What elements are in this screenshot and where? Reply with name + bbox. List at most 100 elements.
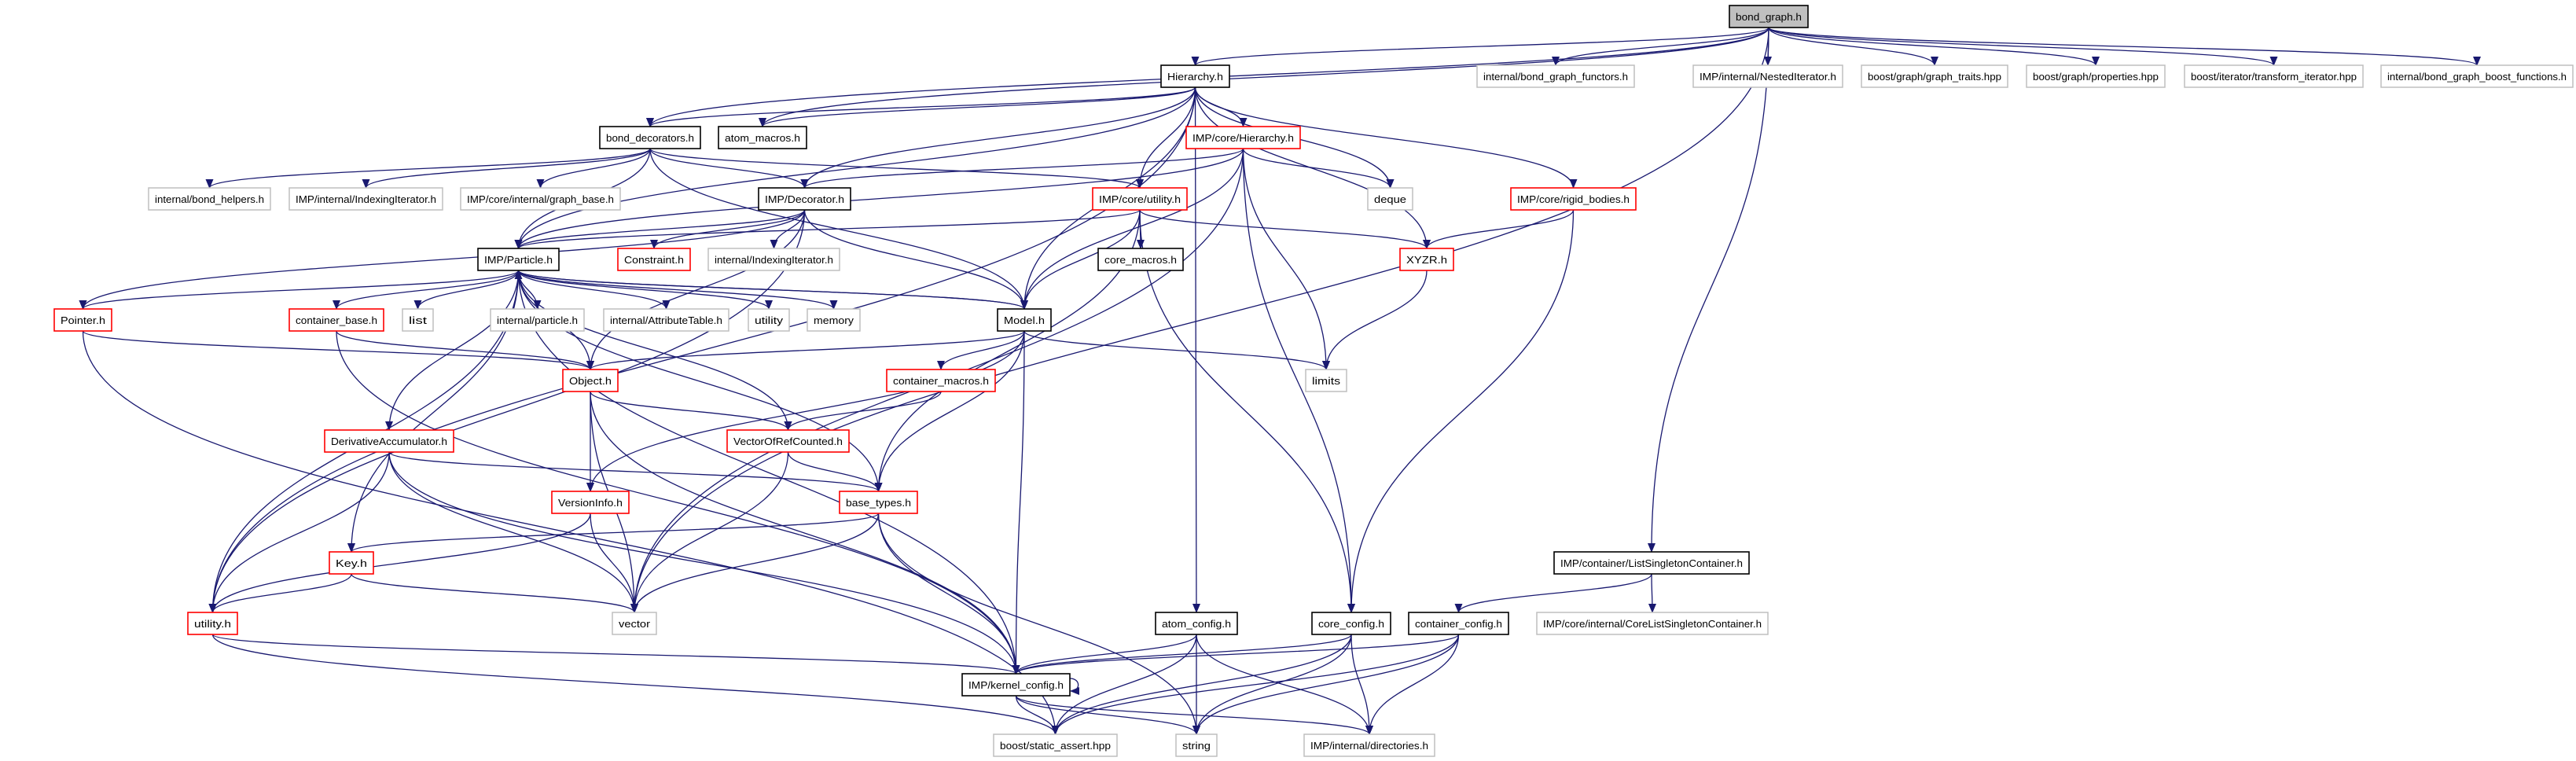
node-label: internal/AttributeTable.h (610, 314, 722, 326)
node-box (599, 126, 701, 149)
node-vector-of-ref-counted[interactable]: VectorOfRefCounted.h (726, 429, 850, 453)
edge-particle-to-pointer (79, 270, 520, 310)
edge-bond_decorators-to-core_utility (649, 148, 1144, 189)
edge-particle-to-memory (517, 270, 838, 310)
edge-model-to-particle (514, 270, 1025, 310)
node-core-config[interactable]: core_config.h (1311, 612, 1391, 635)
node-object[interactable]: Object.h (562, 369, 619, 392)
node-bond-graph-functors[interactable]: internal/bond_graph_functors.h (1476, 64, 1635, 88)
node-memory[interactable]: memory (807, 308, 861, 332)
node-box (490, 308, 585, 332)
edge-core_utility-to-particle (514, 209, 1141, 249)
node-key[interactable]: Key.h (329, 551, 374, 575)
node-atom-macros[interactable]: atom_macros.h (718, 126, 807, 149)
node-base-types[interactable]: base_types.h (839, 491, 918, 514)
edge-hierarchy-to-rigid_bodies (1194, 86, 1578, 189)
node-label: internal/particle.h (497, 314, 578, 326)
node-bond-decorators[interactable]: bond_decorators.h (599, 126, 701, 149)
edge-container_base-to-object (336, 330, 594, 370)
node-deque[interactable]: deque (1367, 187, 1413, 211)
edge-derivative_accumulator-to-base_types (388, 451, 883, 492)
edge-key-to-vector (351, 573, 638, 613)
edge-hierarchy-to-utility_h (208, 86, 1196, 613)
node-hierarchy[interactable]: Hierarchy.h (1160, 64, 1230, 88)
edge-pointer-to-static_assert (82, 330, 1060, 735)
node-label: IMP/container/ListSingletonContainer.h (1560, 557, 1743, 569)
node-static-assert[interactable]: boost/static_assert.hpp (993, 733, 1118, 757)
node-directories[interactable]: IMP/internal/directories.h (1303, 733, 1435, 757)
node-core-hierarchy[interactable]: IMP/core/Hierarchy.h (1185, 126, 1301, 149)
node-imp-indexing-iterator[interactable]: IMP/internal/IndexingIterator.h (288, 187, 443, 211)
node-label: base_types.h (846, 497, 911, 509)
node-box (707, 248, 840, 271)
node-internal-indexing-iterator[interactable]: internal/IndexingIterator.h (707, 248, 840, 271)
node-rigid-bodies[interactable]: IMP/core/rigid_bodies.h (1510, 187, 1637, 211)
node-bond-graph[interactable]: bond_graph.h (1729, 5, 1809, 28)
node-vector[interactable]: vector (612, 612, 657, 635)
node-limits[interactable]: limits (1305, 369, 1347, 392)
node-box (551, 491, 630, 514)
node-box (1553, 551, 1750, 575)
edge-vector_of_ref_counted-to-base_types (787, 451, 883, 492)
node-string[interactable]: string (1175, 733, 1218, 757)
node-graph-base[interactable]: IMP/core/internal/graph_base.h (460, 187, 621, 211)
node-transform-iterator[interactable]: boost/iterator/transform_iterator.hpp (2184, 64, 2364, 88)
node-label: boost/static_assert.hpp (1000, 740, 1111, 752)
edge-core_utility-to-model (1020, 209, 1141, 310)
node-properties[interactable]: boost/graph/properties.hpp (2026, 64, 2166, 88)
node-pointer[interactable]: Pointer.h (53, 308, 112, 332)
node-model[interactable]: Model.h (997, 308, 1052, 332)
node-container-base[interactable]: container_base.h (288, 308, 384, 332)
node-decorator[interactable]: IMP/Decorator.h (758, 187, 851, 211)
node-label: IMP/core/Hierarchy.h (1192, 132, 1294, 144)
node-core-list-singleton[interactable]: IMP/core/internal/CoreListSingletonConta… (1536, 612, 1769, 635)
node-derivative-accumulator[interactable]: DerivativeAccumulator.h (324, 429, 454, 453)
edge-particle-to-derivative_accumulator (385, 270, 520, 431)
node-bond-graph-boost-functions[interactable]: internal/bond_graph_boost_functions.h (2380, 64, 2574, 88)
node-label: internal/bond_graph_boost_functions.h (2387, 71, 2567, 83)
edge-decorator-to-internal_indexing_iterator (770, 209, 806, 249)
edge-hierarchy-to-atom_config (1192, 86, 1200, 613)
node-label: IMP/internal/IndexingIterator.h (296, 193, 436, 205)
node-box (961, 673, 1071, 697)
node-box (839, 491, 918, 514)
node-core-macros[interactable]: core_macros.h (1097, 248, 1184, 271)
node-label: IMP/internal/NestedIterator.h (1700, 71, 1836, 83)
edge-container_base-to-kernel_config (336, 330, 1020, 675)
node-internal-particle[interactable]: internal/particle.h (490, 308, 585, 332)
node-attribute-table[interactable]: internal/AttributeTable.h (603, 308, 729, 332)
node-constraint[interactable]: Constraint.h (617, 248, 691, 271)
node-box (758, 187, 851, 211)
node-list-singleton-container[interactable]: IMP/container/ListSingletonContainer.h (1553, 551, 1750, 575)
node-label: Model.h (1004, 314, 1045, 326)
edge-particle-to-list (413, 270, 520, 310)
node-particle[interactable]: IMP/Particle.h (477, 248, 560, 271)
edge-core_hierarchy-to-particle (514, 148, 1244, 249)
node-box (1305, 369, 1347, 392)
node-label: boost/graph/properties.hpp (2033, 71, 2159, 83)
node-utility-std[interactable]: utility (748, 308, 790, 332)
node-version-info[interactable]: VersionInfo.h (551, 491, 630, 514)
edge-derivative_accumulator-to-vector (388, 451, 638, 613)
edge-hierarchy-to-bond_decorators (646, 86, 1196, 127)
node-kernel-config[interactable]: IMP/kernel_config.h (961, 673, 1071, 697)
edge-base_types-to-vector (630, 513, 880, 613)
node-bond-helpers[interactable]: internal/bond_helpers.h (148, 187, 271, 211)
node-core-utility[interactable]: IMP/core/utility.h (1092, 187, 1188, 211)
edge-version_info-to-utility_h (208, 513, 591, 613)
edge-core_config-to-string (1192, 634, 1352, 735)
node-list[interactable]: list (402, 308, 434, 332)
node-box (1160, 64, 1230, 88)
node-container-macros[interactable]: container_macros.h (886, 369, 996, 392)
edge-core_utility-to-xyzr (1139, 209, 1431, 249)
edge-model-to-limits (1023, 330, 1330, 370)
node-nested-iterator[interactable]: IMP/internal/NestedIterator.h (1692, 64, 1843, 88)
node-box (718, 126, 807, 149)
node-atom-config[interactable]: atom_config.h (1155, 612, 1238, 635)
node-container-config[interactable]: container_config.h (1408, 612, 1509, 635)
node-xyzr[interactable]: XYZR.h (1399, 248, 1454, 271)
edge-particle-to-utility_std (517, 270, 773, 310)
node-utility-h[interactable]: utility.h (187, 612, 238, 635)
node-graph-traits[interactable]: boost/graph/graph_traits.hpp (1861, 64, 2008, 88)
